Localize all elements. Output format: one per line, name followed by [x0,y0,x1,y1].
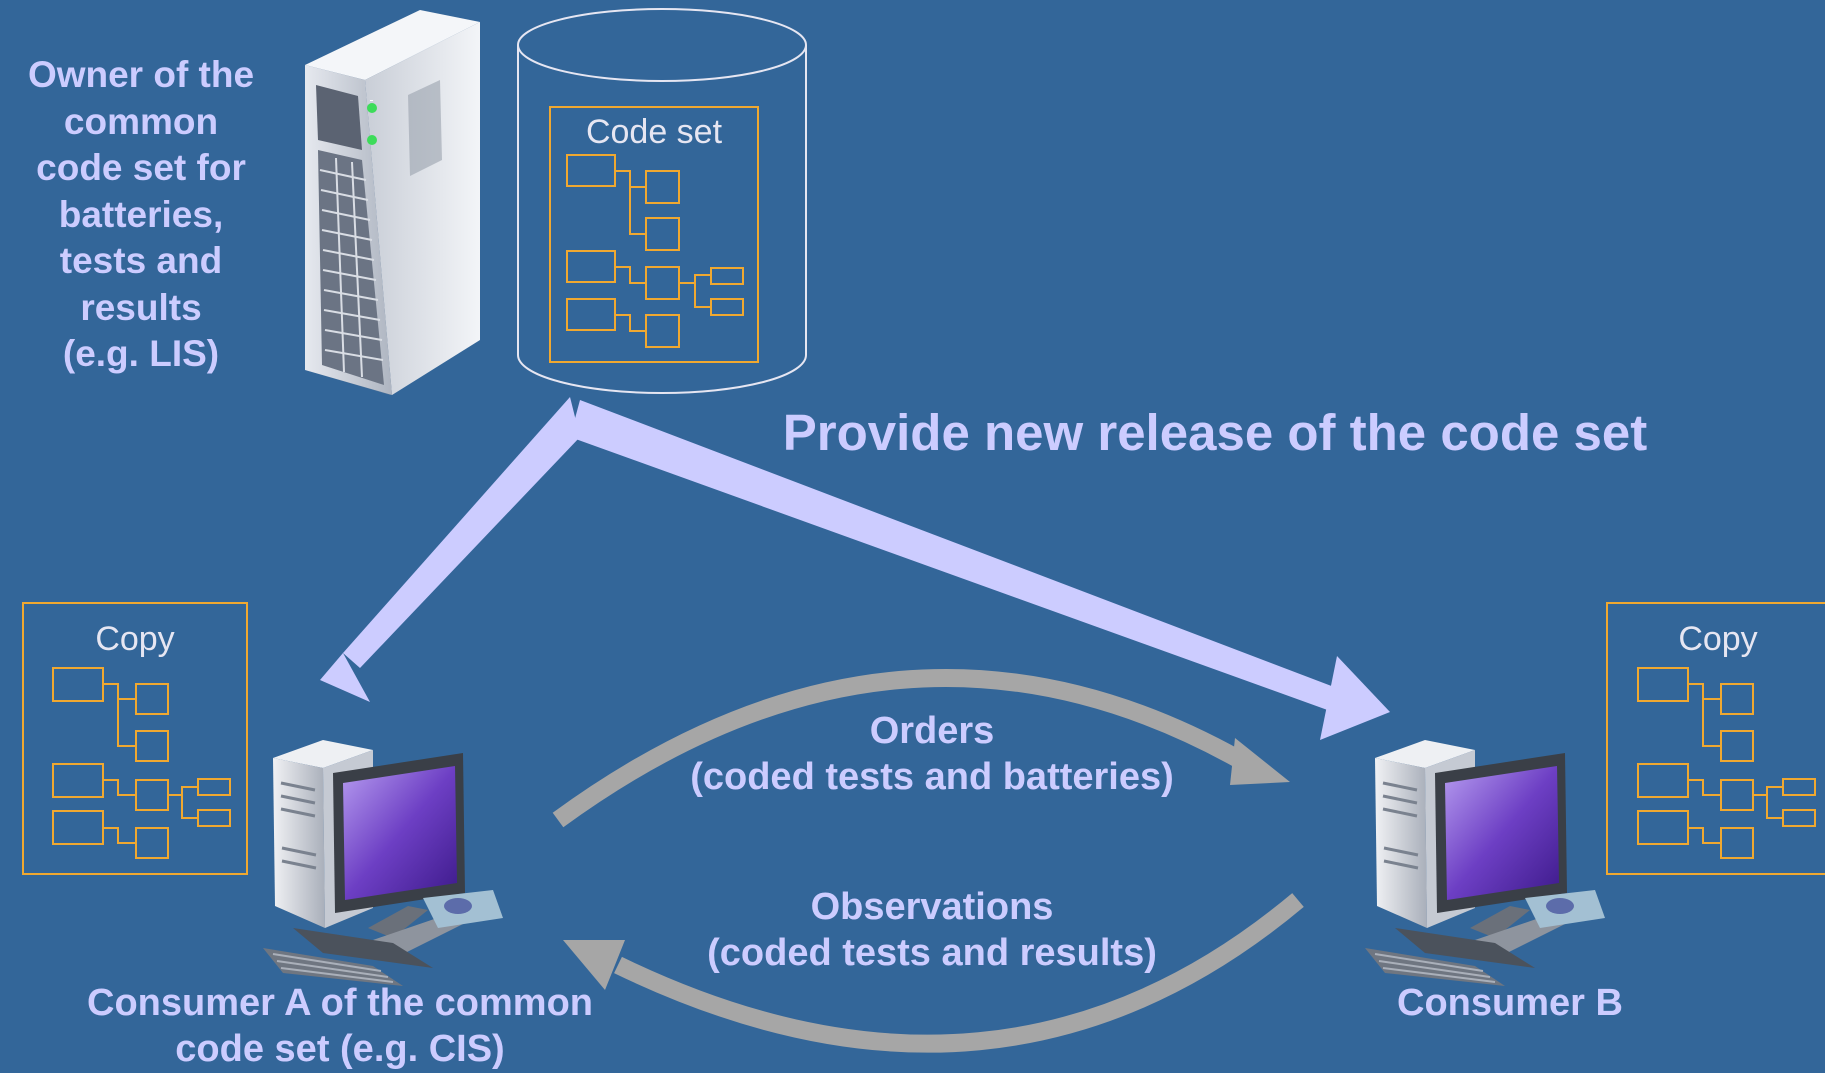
code-set-title: Code set [586,113,723,151]
owner-line: batteries, [58,193,224,235]
owner-line: tests and [59,240,223,281]
owner-line: code set for [36,147,246,188]
consumer-b-label: Consumer B [1397,982,1623,1024]
observations-subtitle: (coded tests and results) [707,932,1157,974]
owner-label: Owner of the common code set for batteri… [0,52,282,378]
consumer-a-line: Consumer A of the common [87,982,593,1024]
observations-title: Observations [810,886,1054,928]
code-set-tree [549,106,759,363]
desktop-computer-icon [263,740,503,986]
copy-title-a: Copy [95,620,174,658]
release-label: Provide new release of the code set [782,404,1648,461]
copy-tree-b [1606,602,1825,875]
observations-label: Observations (coded tests and results) [632,884,1232,976]
release-arrow [320,397,1390,740]
owner-line: results [80,286,202,328]
desktop-computer-icon [1365,740,1605,986]
owner-line: common [63,100,219,142]
consumer-a-label: Consumer A of the common code set (e.g. … [20,980,660,1072]
observations-arrow [563,893,1304,1053]
orders-subtitle: (coded tests and batteries) [690,756,1174,798]
consumer-a-line: code set (e.g. CIS) [175,1028,505,1070]
owner-line: (e.g. LIS) [62,333,220,374]
orders-arrow [552,668,1290,828]
orders-label: Orders (coded tests and batteries) [632,708,1232,800]
owner-line: Owner of the [27,54,255,95]
copy-title-b: Copy [1678,620,1757,658]
copy-tree-a [22,602,248,875]
orders-title: Orders [869,710,995,752]
server-icon [305,10,480,395]
database-cylinder-icon [517,8,807,394]
